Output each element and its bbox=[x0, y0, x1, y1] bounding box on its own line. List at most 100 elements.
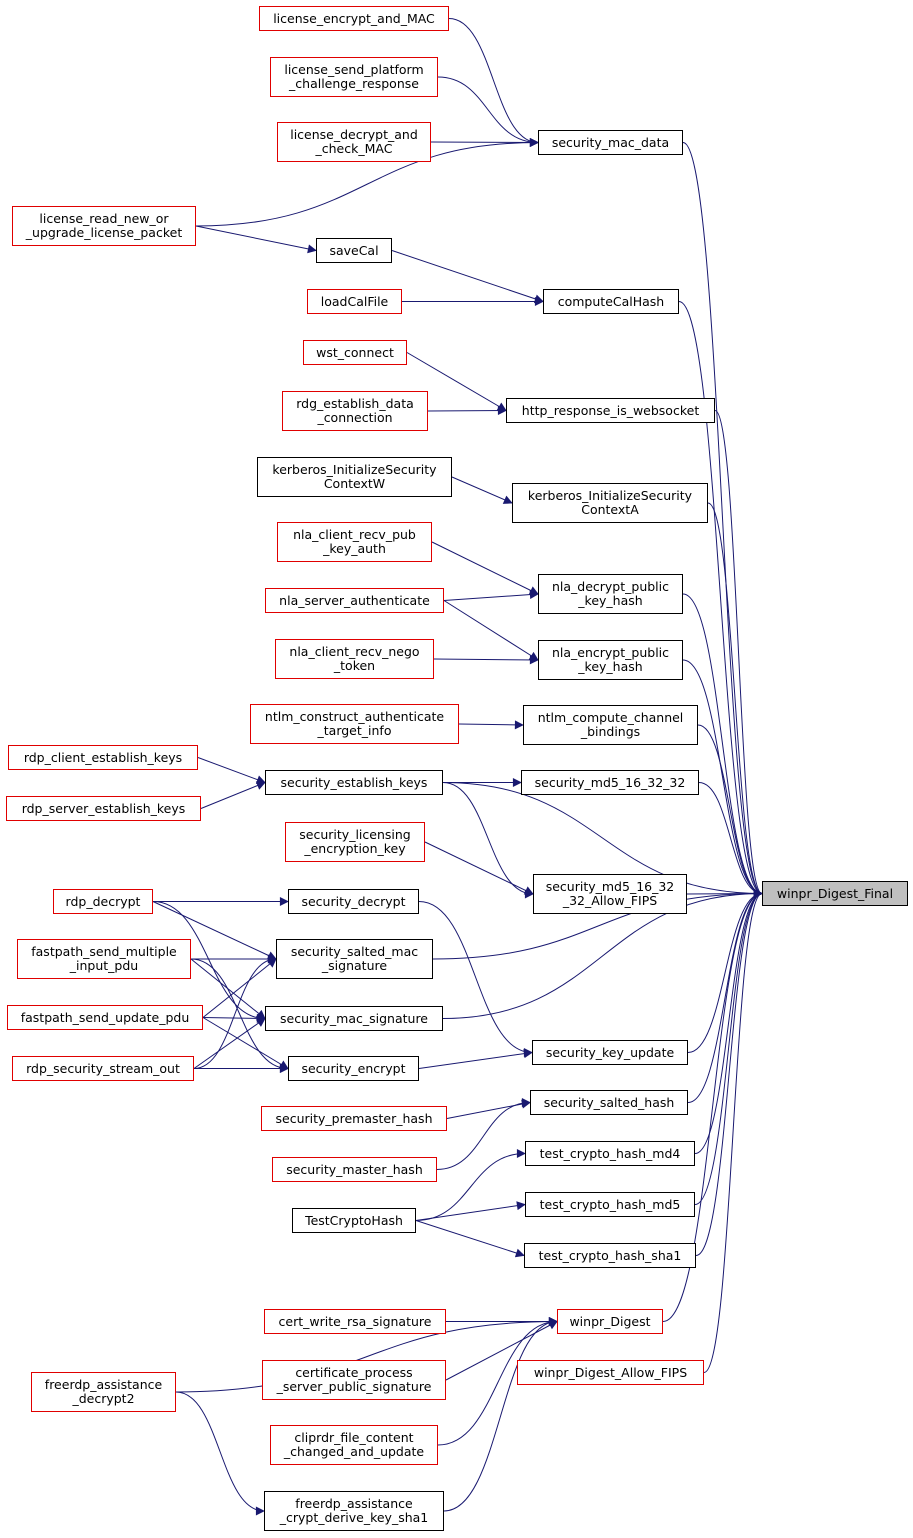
node-certificate_process_server_public_signature[interactable]: certificate_process_server_public_signat… bbox=[262, 1360, 446, 1400]
node-nla_client_recv_pub_key_auth[interactable]: nla_client_recv_pub_key_auth bbox=[277, 522, 432, 562]
node-label-line: _32_Allow_FIPS bbox=[562, 893, 658, 908]
node-wst_connect[interactable]: wst_connect bbox=[303, 340, 407, 365]
node-label-line: _key_hash bbox=[578, 593, 643, 608]
node-label-line: security_encrypt bbox=[301, 1060, 406, 1076]
node-security_md5_16_32_32[interactable]: security_md5_16_32_32 bbox=[521, 770, 699, 795]
edge-security_master_hash-to-security_salted_hash bbox=[436, 1098, 531, 1170]
node-label-line: ntlm_construct_authenticate bbox=[264, 709, 445, 724]
edge-nla_decrypt_public_key_hash-to-winpr_Digest_Final bbox=[682, 593, 763, 898]
node-security_premaster_hash[interactable]: security_premaster_hash bbox=[261, 1106, 447, 1131]
edge-security_salted_hash-to-winpr_Digest_Final bbox=[687, 889, 763, 1103]
edge-ntlm_construct_authenticate_target_info-to-ntlm_compute_channel_bindings bbox=[458, 720, 524, 730]
edge-fastpath_send_update_pdu-to-security_salted_mac_signature bbox=[202, 958, 277, 1018]
node-freerdp_assistance_decrypt2[interactable]: freerdp_assistance_decrypt2 bbox=[31, 1372, 176, 1412]
node-nla_decrypt_public_key_hash[interactable]: nla_decrypt_public_key_hash bbox=[538, 574, 683, 614]
edge-winpr_Digest-to-winpr_Digest_Final bbox=[662, 889, 763, 1322]
node-fastpath_send_update_pdu[interactable]: fastpath_send_update_pdu bbox=[7, 1005, 203, 1030]
node-license_encrypt_and_MAC[interactable]: license_encrypt_and_MAC bbox=[259, 6, 449, 31]
node-label-line: nla_decrypt_public bbox=[551, 579, 670, 594]
node-security_master_hash[interactable]: security_master_hash bbox=[272, 1157, 437, 1182]
node-security_establish_keys[interactable]: security_establish_keys bbox=[265, 770, 443, 795]
node-license_send_platform_challenge_response[interactable]: license_send_platform_challenge_response bbox=[270, 57, 438, 97]
edge-freerdp_assistance_decrypt2-to-freerdp_assistance_crypt_derive_key_sha1 bbox=[175, 1391, 265, 1516]
edge-TestCryptoHash-to-test_crypto_hash_md5 bbox=[415, 1201, 526, 1221]
node-label-line: security_establish_keys bbox=[280, 774, 428, 790]
node-winpr_Digest_Allow_FIPS[interactable]: winpr_Digest_Allow_FIPS bbox=[517, 1360, 704, 1385]
edge-license_send_platform_challenge_response-to-security_mac_data bbox=[437, 76, 539, 147]
node-license_decrypt_and_check_MAC[interactable]: license_decrypt_and_check_MAC bbox=[277, 122, 431, 162]
node-security_encrypt[interactable]: security_encrypt bbox=[288, 1056, 419, 1081]
node-rdp_security_stream_out[interactable]: rdp_security_stream_out bbox=[12, 1056, 194, 1081]
node-TestCryptoHash[interactable]: TestCryptoHash bbox=[292, 1208, 416, 1233]
node-rdg_establish_data_connection[interactable]: rdg_establish_data_connection bbox=[282, 391, 428, 431]
node-winpr_Digest[interactable]: winpr_Digest bbox=[557, 1309, 663, 1334]
node-license_read_new_or_upgrade_license_packet[interactable]: license_read_new_or_upgrade_license_pack… bbox=[12, 206, 196, 246]
node-rdp_client_establish_keys[interactable]: rdp_client_establish_keys bbox=[8, 745, 198, 770]
node-security_md5_16_32_32_Allow_FIPS[interactable]: security_md5_16_32_32_Allow_FIPS bbox=[533, 874, 687, 914]
node-security_salted_hash[interactable]: security_salted_hash bbox=[530, 1090, 688, 1115]
node-ntlm_construct_authenticate_target_info[interactable]: ntlm_construct_authenticate_target_info bbox=[250, 704, 459, 744]
node-computeCalHash[interactable]: computeCalHash bbox=[543, 289, 679, 314]
node-security_salted_mac_signature[interactable]: security_salted_mac_signature bbox=[276, 939, 433, 979]
node-label-line: wst_connect bbox=[316, 344, 394, 360]
node-label-line: fastpath_send_update_pdu bbox=[20, 1009, 190, 1025]
node-label-line: loadCalFile bbox=[320, 293, 389, 309]
edge-rdp_security_stream_out-to-security_mac_signature bbox=[193, 1017, 266, 1069]
node-cert_write_rsa_signature[interactable]: cert_write_rsa_signature bbox=[264, 1309, 446, 1334]
node-test_crypto_hash_md4[interactable]: test_crypto_hash_md4 bbox=[525, 1141, 695, 1166]
node-label-line: _decrypt2 bbox=[72, 1391, 135, 1406]
node-security_decrypt[interactable]: security_decrypt bbox=[288, 889, 419, 914]
node-security_mac_signature[interactable]: security_mac_signature bbox=[265, 1006, 443, 1031]
node-label-line: cliprdr_file_content bbox=[294, 1430, 414, 1445]
node-freerdp_assistance_crypt_derive_key_sha1[interactable]: freerdp_assistance_crypt_derive_key_sha1 bbox=[264, 1491, 444, 1531]
node-label-line: security_md5_16_32 bbox=[545, 879, 675, 894]
node-ntlm_compute_channel_bindings[interactable]: ntlm_compute_channel_bindings bbox=[523, 705, 698, 745]
node-rdp_server_establish_keys[interactable]: rdp_server_establish_keys bbox=[6, 796, 201, 821]
node-label-line: ContextW bbox=[323, 476, 386, 491]
edge-saveCal-to-computeCalHash bbox=[391, 250, 544, 304]
edge-wst_connect-to-http_response_is_websocket bbox=[406, 352, 507, 411]
node-label-line: security_licensing bbox=[299, 827, 411, 842]
node-security_key_update[interactable]: security_key_update bbox=[532, 1040, 688, 1065]
node-security_licensing_encryption_key[interactable]: security_licensing_encryption_key bbox=[285, 822, 425, 862]
edge-certificate_process_server_public_signature-to-winpr_Digest bbox=[445, 1321, 558, 1381]
node-security_mac_data[interactable]: security_mac_data bbox=[538, 130, 683, 155]
node-label-line: nla_server_authenticate bbox=[279, 592, 430, 608]
node-label-line: test_crypto_hash_md4 bbox=[539, 1145, 681, 1161]
edge-security_mac_signature-to-winpr_Digest_Final bbox=[442, 889, 763, 1019]
node-label-line: _challenge_response bbox=[289, 76, 419, 91]
edge-fastpath_send_multiple_input_pdu-to-security_encrypt bbox=[190, 958, 289, 1073]
node-label-line: _crypt_derive_key_sha1 bbox=[279, 1510, 429, 1525]
edge-TestCryptoHash-to-test_crypto_hash_sha1 bbox=[415, 1220, 525, 1258]
edge-computeCalHash-to-winpr_Digest_Final bbox=[678, 301, 763, 898]
node-label-line: freerdp_assistance bbox=[295, 1496, 413, 1511]
node-label-line: security_decrypt bbox=[301, 893, 406, 909]
node-test_crypto_hash_sha1[interactable]: test_crypto_hash_sha1 bbox=[524, 1243, 696, 1268]
node-saveCal[interactable]: saveCal bbox=[316, 238, 392, 263]
node-label-line: _changed_and_update bbox=[283, 1444, 425, 1459]
node-label-line: security_mac_signature bbox=[280, 1010, 428, 1026]
edge-rdg_establish_data_connection-to-http_response_is_websocket bbox=[427, 406, 507, 416]
node-http_response_is_websocket[interactable]: http_response_is_websocket bbox=[506, 398, 715, 423]
node-cliprdr_file_content_changed_and_update[interactable]: cliprdr_file_content_changed_and_update bbox=[270, 1425, 438, 1465]
node-loadCalFile[interactable]: loadCalFile bbox=[307, 289, 402, 314]
edge-nla_encrypt_public_key_hash-to-winpr_Digest_Final bbox=[682, 659, 763, 898]
edge-security_key_update-to-winpr_Digest_Final bbox=[687, 889, 763, 1053]
edge-fastpath_send_update_pdu-to-security_mac_signature bbox=[202, 1013, 266, 1023]
node-label-line: license_read_new_or bbox=[39, 211, 169, 226]
node-nla_server_authenticate[interactable]: nla_server_authenticate bbox=[265, 588, 444, 613]
node-test_crypto_hash_md5[interactable]: test_crypto_hash_md5 bbox=[525, 1192, 695, 1217]
edge-rdp_client_establish_keys-to-security_establish_keys bbox=[197, 757, 266, 784]
node-rdp_decrypt[interactable]: rdp_decrypt bbox=[53, 889, 153, 914]
node-nla_encrypt_public_key_hash[interactable]: nla_encrypt_public_key_hash bbox=[538, 640, 683, 680]
node-winpr_Digest_Final[interactable]: winpr_Digest_Final bbox=[762, 881, 908, 906]
node-label-line: _upgrade_license_packet bbox=[25, 225, 183, 240]
node-label-line: security_key_update bbox=[545, 1044, 675, 1060]
edge-fastpath_send_update_pdu-to-security_encrypt bbox=[202, 1017, 289, 1069]
edge-test_crypto_hash_md4-to-winpr_Digest_Final bbox=[694, 889, 763, 1154]
node-fastpath_send_multiple_input_pdu[interactable]: fastpath_send_multiple_input_pdu bbox=[17, 939, 191, 979]
node-label-line: _signature bbox=[321, 958, 388, 973]
node-nla_client_recv_nego_token[interactable]: nla_client_recv_nego_token bbox=[275, 639, 434, 679]
